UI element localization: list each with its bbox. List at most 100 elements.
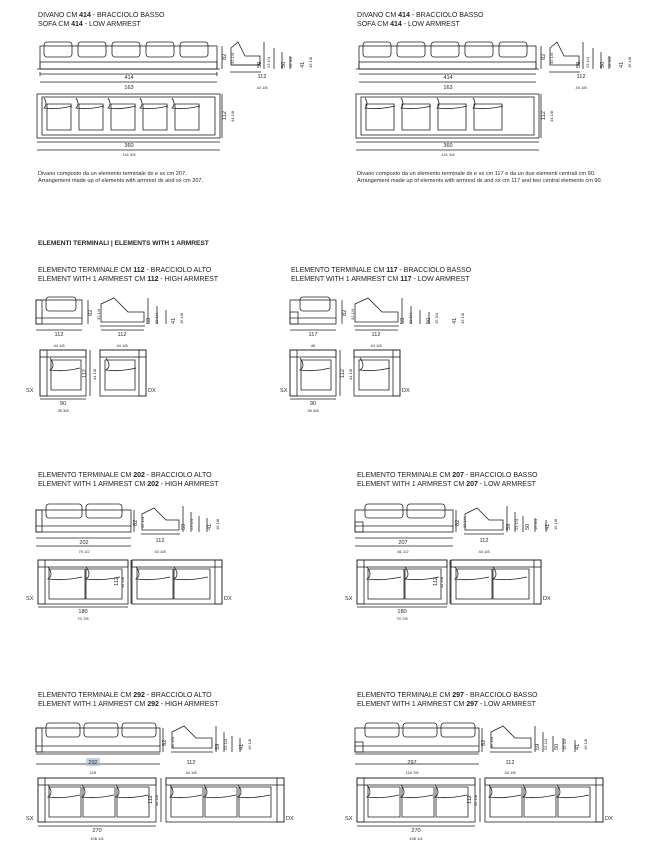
svg-text:44 1/8: 44 1/8	[154, 549, 166, 554]
svg-text:59: 59	[576, 62, 582, 68]
svg-text:44 1/8: 44 1/8	[575, 85, 587, 90]
svg-text:59: 59	[506, 524, 512, 530]
svg-text:292: 292	[88, 760, 97, 766]
svg-text:41: 41	[239, 744, 245, 750]
svg-text:DX: DX	[286, 816, 294, 822]
svg-text:50: 50	[554, 744, 560, 750]
svg-text:32 1/4: 32 1/4	[96, 308, 101, 320]
element-297-drawing: 297 116 7/8 82 32 1/4 112 44 1/8 59 23 1…	[345, 722, 613, 841]
svg-text:23 1/4: 23 1/4	[408, 312, 413, 324]
svg-text:44 1/8: 44 1/8	[370, 343, 382, 348]
svg-text:82: 82	[541, 54, 547, 60]
sofa-title-right: DIVANO CM 414 - BRACCIOLO BASSO SOFA CM …	[357, 11, 484, 28]
svg-text:41: 41	[575, 744, 581, 750]
svg-text:32 1/4: 32 1/4	[350, 308, 355, 320]
element-292-drawing: 292 115 82 32 1/4 112 44 1/8 59 23 1/4 4…	[26, 722, 294, 841]
svg-text:112: 112	[372, 332, 381, 338]
svg-text:41: 41	[171, 318, 177, 324]
svg-text:44 1/8: 44 1/8	[549, 110, 554, 122]
dim-sec-h2: 50	[281, 62, 287, 68]
svg-text:116 7/8: 116 7/8	[405, 770, 419, 775]
svg-text:82: 82	[455, 520, 461, 526]
svg-text:50: 50	[525, 524, 531, 530]
dim-height: 82	[222, 54, 228, 60]
dim-height-in: 32 1/4	[230, 52, 235, 64]
svg-text:35 3/8: 35 3/8	[307, 408, 319, 413]
dim-sec-w-in: 44 1/8	[256, 85, 268, 90]
dim-sec-h3-in: 16 1/8	[308, 56, 313, 68]
element-207-drawing: 207 81 1/2 82 32 1/4 112 44 1/8 59 23 1/…	[345, 503, 558, 621]
svg-text:112: 112	[114, 577, 120, 586]
svg-text:DX: DX	[224, 596, 232, 602]
svg-text:SX: SX	[280, 388, 288, 394]
svg-text:82: 82	[162, 740, 168, 746]
svg-text:112: 112	[433, 577, 439, 586]
element-292-title: ELEMENTO TERMINALE CM 292 - BRACCIOLO AL…	[38, 691, 219, 708]
svg-text:23 1/4: 23 1/4	[585, 56, 590, 68]
svg-text:106 1/4: 106 1/4	[90, 836, 104, 841]
svg-text:16 1/8: 16 1/8	[583, 738, 588, 750]
dim-sec-h: 59	[257, 62, 263, 68]
svg-text:112: 112	[187, 760, 196, 766]
svg-text:270: 270	[411, 828, 420, 834]
dim-plan-w: 360	[124, 143, 133, 149]
svg-text:44 1/8: 44 1/8	[154, 794, 159, 806]
svg-text:59: 59	[400, 318, 406, 324]
svg-text:44 1/8: 44 1/8	[504, 770, 516, 775]
svg-text:DX: DX	[605, 816, 613, 822]
svg-text:41: 41	[545, 524, 551, 530]
element-297-title: ELEMENTO TERMINALE CM 297 - BRACCIOLO BA…	[357, 691, 538, 708]
svg-text:59: 59	[215, 744, 221, 750]
svg-text:44 1/8: 44 1/8	[92, 368, 97, 380]
svg-text:59: 59	[181, 524, 187, 530]
svg-text:SX: SX	[345, 816, 353, 822]
svg-text:44 1/8: 44 1/8	[439, 576, 444, 588]
sx-label: SX	[26, 388, 34, 394]
svg-text:112: 112	[577, 74, 586, 80]
svg-text:23 1/4: 23 1/4	[223, 738, 228, 750]
dim-sec-h2-in: 19 3/4	[288, 56, 293, 68]
element-207-title: ELEMENTO TERMINALE CM 207 - BRACCIOLO BA…	[357, 471, 538, 488]
svg-text:112: 112	[148, 795, 154, 804]
dx-label: DX	[148, 388, 156, 394]
svg-text:270: 270	[92, 828, 101, 834]
svg-text:46: 46	[311, 343, 316, 348]
element-112-title: ELEMENTO TERMINALE CM 112 - BRACCIOLO AL…	[38, 266, 219, 283]
svg-text:112: 112	[467, 795, 473, 804]
element-112-drawing: 112 44 1/8 82 32 1/4 112 44 1/8 59 23 1/…	[26, 296, 184, 413]
svg-text:50: 50	[426, 318, 432, 324]
svg-text:44 1/8: 44 1/8	[348, 368, 353, 380]
sofa-title-left: DIVANO CM 414 - BRACCIOLO BASSO SOFA CM …	[38, 11, 165, 28]
svg-text:112: 112	[506, 760, 515, 766]
svg-text:50: 50	[600, 62, 606, 68]
svg-text:360: 360	[443, 143, 452, 149]
svg-text:DX: DX	[543, 596, 551, 602]
element-117-title: ELEMENTO TERMINALE CM 117 - BRACCIOLO BA…	[291, 266, 472, 283]
svg-text:32 1/4: 32 1/4	[140, 516, 145, 528]
note-right: Divano composto da un elemento terminale…	[357, 171, 603, 185]
svg-text:112: 112	[480, 538, 489, 544]
dim-sec-h-in: 23 1/4	[266, 56, 271, 68]
svg-text:44 1/8: 44 1/8	[185, 770, 197, 775]
svg-text:180: 180	[397, 609, 406, 615]
svg-text:82: 82	[481, 740, 487, 746]
svg-text:19 3/4: 19 3/4	[533, 518, 538, 530]
svg-text:16 1/8: 16 1/8	[553, 518, 558, 530]
svg-text:112: 112	[156, 538, 165, 544]
svg-text:202: 202	[79, 540, 88, 546]
svg-text:112: 112	[541, 111, 547, 120]
svg-text:207: 207	[398, 540, 407, 546]
svg-text:32 1/4: 32 1/4	[170, 736, 175, 748]
svg-text:180: 180	[78, 609, 87, 615]
svg-text:112: 112	[82, 369, 88, 378]
svg-text:115: 115	[90, 770, 97, 775]
svg-text:70 7/8: 70 7/8	[396, 616, 408, 621]
svg-text:90: 90	[60, 401, 66, 407]
svg-text:32 1/4: 32 1/4	[462, 516, 467, 528]
svg-text:19 3/4: 19 3/4	[562, 738, 567, 750]
element-117-drawing: 117 46 82 32 1/4 112 44 1/8 59 23 1/4 50…	[280, 296, 465, 413]
svg-text:44 1/8: 44 1/8	[473, 794, 478, 806]
svg-text:141 3/4: 141 3/4	[441, 152, 455, 157]
svg-text:112: 112	[340, 369, 346, 378]
svg-text:SX: SX	[26, 816, 34, 822]
